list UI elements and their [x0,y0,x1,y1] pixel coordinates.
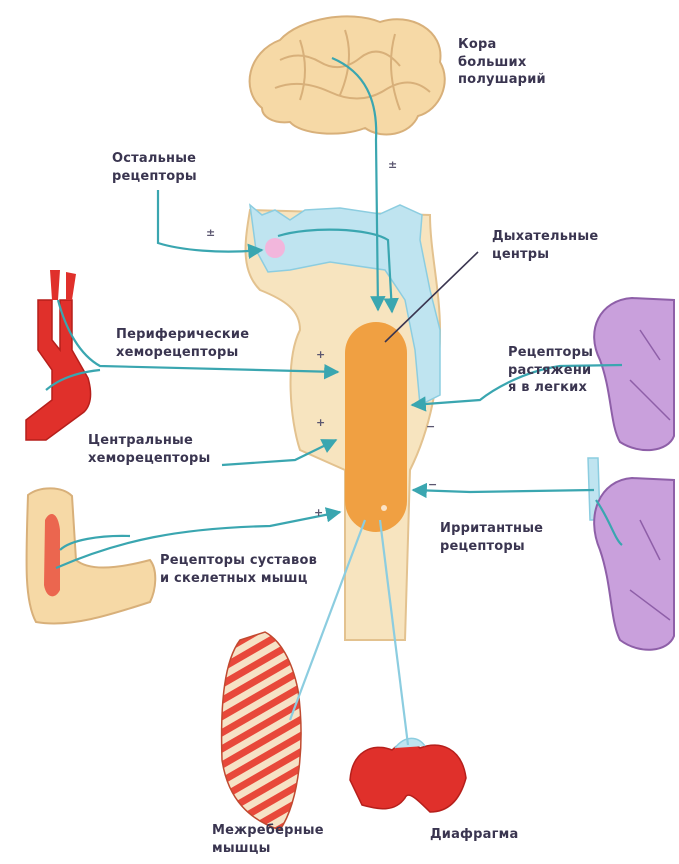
label-respiratory-centers: Дыхательные центры [492,228,598,263]
lung-lower-illustration [594,478,674,650]
sign-peripheral: + [316,348,325,361]
artery-illustration [26,270,91,440]
label-peripheral-chemoreceptors: Периферические хеморецепторы [116,326,249,361]
label-diaphragm: Диафрагма [430,826,518,844]
sign-stretch: − [426,420,435,433]
label-cortex: Кора больших полушарий [458,36,546,89]
sign-cortex: ± [388,158,397,171]
label-intercostal-muscles: Межреберные мышцы [212,822,324,857]
sign-joints: + [314,506,323,519]
arrow-irritant [413,490,594,492]
respiratory-center-shape [345,322,407,532]
sign-central: + [316,416,325,429]
sign-other-receptors: ± [206,226,215,239]
lung-upper-illustration [594,298,674,450]
arm-illustration [26,488,155,623]
ribcage-illustration [222,632,301,830]
label-other-receptors: Остальные рецепторы [112,150,197,185]
label-irritant-receptors: Ирритантные рецепторы [440,520,543,555]
diaphragm-illustration [350,738,466,812]
label-stretch-receptors: Рецепторы растяжени я в легких [508,344,593,397]
label-joint-muscle-receptors: Рецепторы суставов и скелетных мышц [160,552,317,587]
brain-illustration [250,16,445,134]
sign-irritant: − [428,478,437,491]
label-central-chemoreceptors: Центральные хеморецепторы [88,432,210,467]
